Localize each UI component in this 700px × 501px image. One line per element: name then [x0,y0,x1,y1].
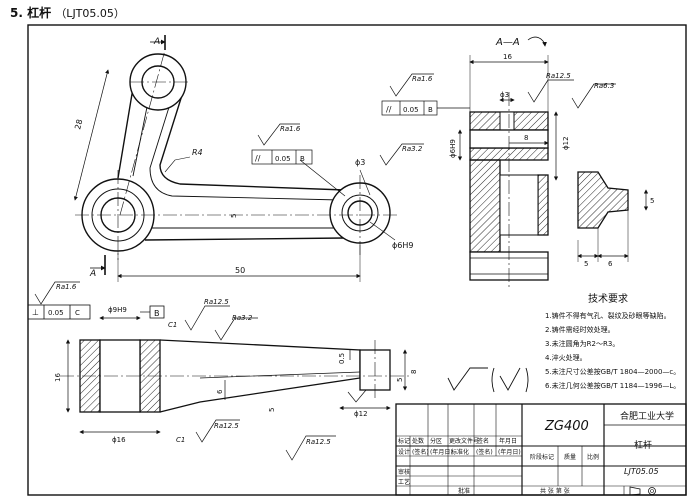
tb-stage-2: 比例 [587,453,599,461]
tb-sheets: 共 张 第 张 [540,487,570,495]
tb-part-name: 杠杆 [634,439,652,451]
tech-item-6: 6.未注几何公差按GB/T 1184—1996—L。 [545,381,680,390]
tol-par2-datum: B [428,106,433,114]
main-view [73,35,400,282]
ra-1-6-main: Ra1.6 [280,125,301,133]
side-view [27,304,410,435]
ra-1-6-top: Ra1.6 [412,75,433,83]
dim-phi3-section: ϕ3 [500,91,509,99]
tb-approve: 批准 [458,487,470,495]
dim-phi6h9-section: ϕ6H9 [449,139,457,158]
tol-par2-symbol: // [386,105,392,114]
dim-phi16: ϕ16 [112,436,126,444]
tb-stage-0: 阶段标记 [530,453,554,461]
tb-drawing-no: LJT05.05 [624,467,659,476]
ra-3-2-side: Ra3.2 [232,314,253,322]
tb-h2-5: (年月日) [498,448,521,456]
tb-stage-1: 质量 [564,453,576,461]
dim-c1-top: C1 [168,321,177,329]
tech-title: 技术要求 [588,292,628,305]
dim-r4: R4 [192,148,203,157]
datum-b: B [154,309,160,318]
tech-item-3: 3.未注圆角为R2～R3。 [545,339,619,348]
dim-50: 50 [235,266,245,275]
dim-5-profile-right: 5 [650,197,654,205]
ra-6-3-section: Ra6.3 [594,82,614,90]
tb-h1-3: 更改文件号 [449,437,479,445]
section-mark-bottom: A [89,269,96,279]
section-mark-top: A [153,37,160,47]
tb-material: ZG400 [544,419,589,434]
tb-h1-1: 处数 [412,437,424,445]
tb-school: 合肥工业大学 [620,410,674,422]
section-view [457,36,559,290]
tol-par1-value: 0.05 [275,155,291,163]
tol-par1-datum: B [300,155,305,163]
dim-phi6h9-main: ϕ6H9 [392,241,413,250]
dim-c1-bottom: C1 [176,436,185,444]
tech-item-1: 1.铸件不得有气孔、裂纹及砂眼等缺陷。 [545,311,671,320]
tb-h2-1: (签名) [412,448,429,456]
dim-6-profile: 6 [608,260,613,268]
ra-12-5-side-bottom: Ra12.5 [214,422,239,430]
dim-0-5: 0.5 [338,353,346,364]
ra-1-6-side: Ra1.6 [56,283,77,291]
tech-item-5: 5.未注尺寸公差按GB/T 1804—2000—c。 [545,367,680,376]
dim-8-section: 8 [524,134,528,142]
tb-h1-4: 签名 [477,437,489,445]
tb-h2-3: 标准化 [451,448,469,456]
dim-16-side: 16 [54,373,62,382]
tb-h2-2: (年月日) [430,448,453,456]
main-view-annotations [251,73,470,197]
exercise-code: （LJT05.05） [55,7,125,20]
tb-process: 工艺 [398,478,410,486]
dim-phi3-main: ϕ3 [355,158,365,167]
dim-5-profile-left: 5 [584,260,588,268]
ra-3-2-main: Ra3.2 [402,145,423,153]
profile-section [577,171,649,262]
dim-phi12-side: ϕ12 [354,410,368,418]
tol-perp-symbol: ⊥ [32,308,39,317]
tech-item-4: 4.淬火处理。 [545,353,587,362]
drawing-frame [27,24,687,496]
tol-par1-symbol: // [255,154,261,163]
section-roughness [527,79,616,109]
general-roughness [447,367,529,393]
tb-h2-0: 设计 [398,448,410,456]
dim-16-section: 16 [503,53,512,61]
tol-par2-value: 0.05 [403,106,419,114]
title-block [395,403,687,496]
side-roughness [34,281,367,461]
exercise-title: 杠杆 [27,6,52,20]
tol-perp-value: 0.05 [48,309,64,317]
tol-perp-datum: C [75,309,80,317]
ra-12-5-section: Ra12.5 [546,72,571,80]
ra-12-5-side-extra: Ra12.5 [306,438,331,446]
dim-phi12-section: ϕ12 [562,136,570,150]
tech-item-2: 2.铸件需经时效处理。 [545,325,615,334]
tb-h1-2: 分区 [430,437,442,445]
exercise-heading: 5. 杠杆 （LJT05.05） [10,4,125,21]
tb-h1-5: 年月日 [499,437,517,445]
dim-5-side-right: 5 [396,378,404,382]
section-label: A—A [495,37,520,48]
dim-5-side: 5 [268,408,276,412]
dim-5-main: 5 [230,214,238,218]
dim-6-side: 6 [216,389,224,394]
tb-h1-0: 标记 [398,437,410,445]
dim-phi9h9: ϕ9H9 [108,306,127,314]
tb-review: 审核 [398,468,410,476]
exercise-number: 5. [10,6,23,20]
dim-8-side: 8 [410,370,418,374]
dim-28: 28 [73,118,84,130]
ra-12-5-side-top: Ra12.5 [204,298,229,306]
tb-h2-4: (签名) [476,448,493,456]
